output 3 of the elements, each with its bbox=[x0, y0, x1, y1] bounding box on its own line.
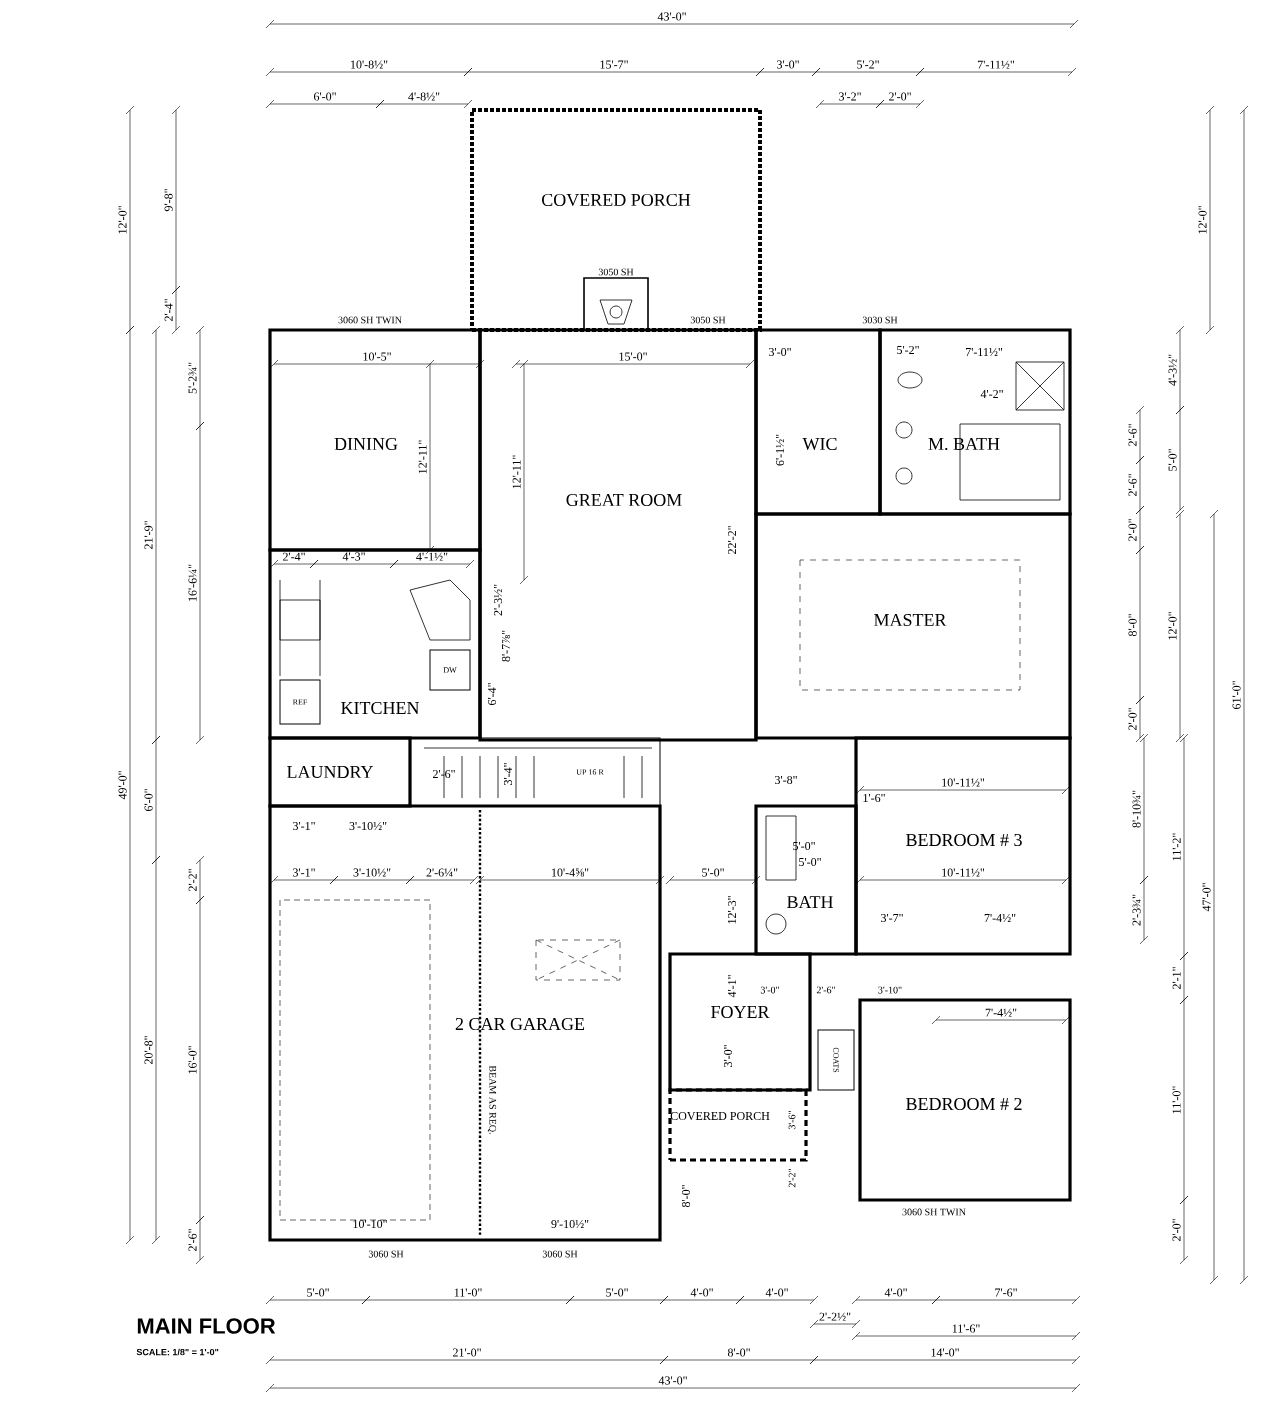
room: MASTER bbox=[754, 512, 1072, 740]
plan-title: MAIN FLOOR bbox=[137, 1318, 276, 1334]
room: LAUNDRY bbox=[268, 736, 412, 808]
